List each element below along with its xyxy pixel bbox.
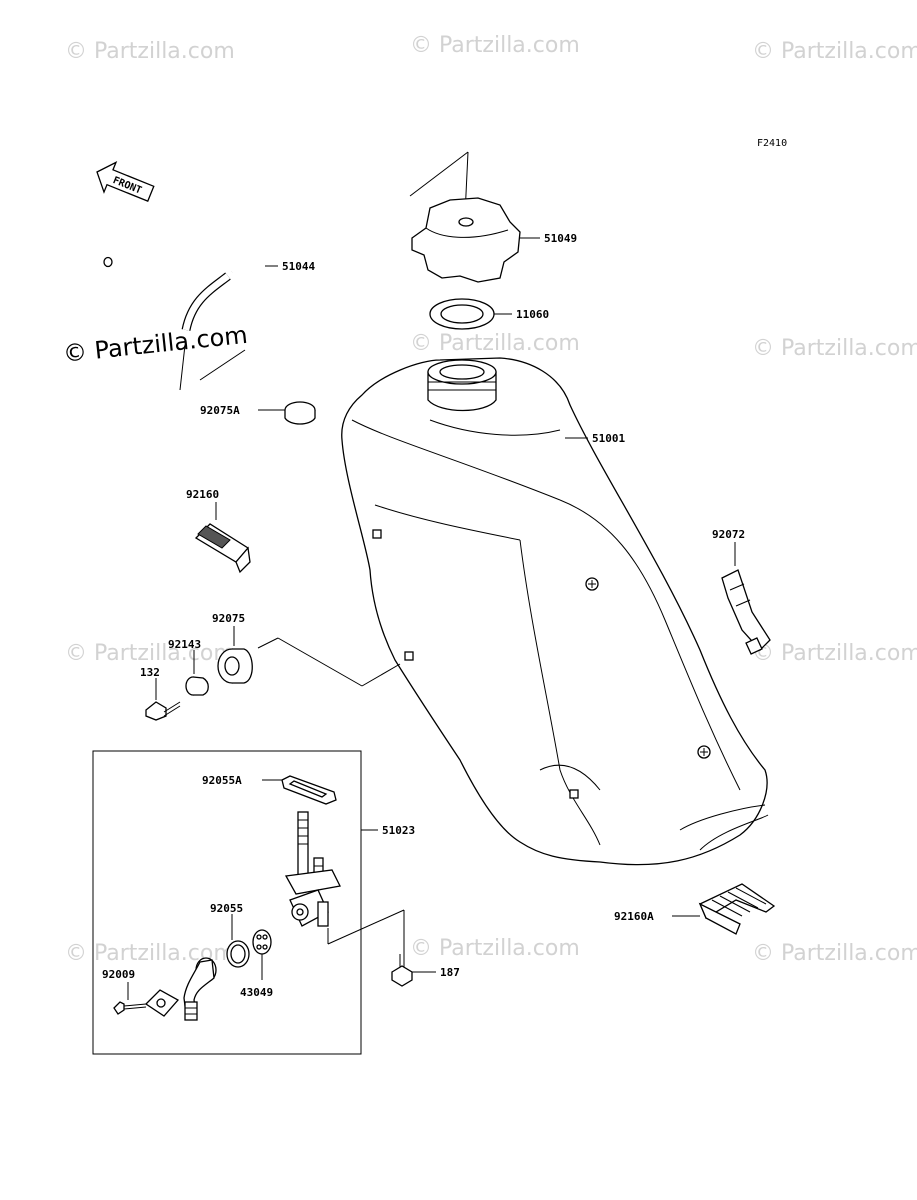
fuel-hose	[103, 210, 278, 391]
part-label-51001: 51001	[592, 432, 625, 445]
watermark: © Partzilla.com	[410, 331, 580, 356]
watermark: © Partzilla.com	[752, 941, 917, 966]
part-label-92160: 92160	[186, 488, 219, 501]
part-label-92055A: 92055A	[202, 774, 242, 787]
part-label-132: 132	[140, 666, 160, 679]
watermark: © Partzilla.com	[410, 936, 580, 961]
tap-lever	[113, 957, 217, 1021]
figure-code: F2410	[757, 138, 787, 149]
collar	[185, 650, 209, 696]
part-label-187: 187	[440, 966, 460, 979]
filter	[252, 929, 272, 980]
front-arrow-icon: FRONT	[96, 161, 155, 202]
part-label-92009: 92009	[102, 968, 135, 981]
part-label-92072: 92072	[712, 528, 745, 541]
part-label-92075: 92075	[212, 612, 245, 625]
part-label-51023: 51023	[382, 824, 415, 837]
tap-gasket	[262, 775, 337, 805]
part-label-51049: 51049	[544, 232, 577, 245]
rubber-pad	[194, 502, 251, 574]
watermark: © Partzilla.com	[752, 39, 917, 64]
watermark: © Partzilla.com	[752, 336, 917, 361]
watermark: © Partzilla.com	[65, 39, 235, 64]
rubber-damper	[217, 626, 401, 687]
rubber-pad-a	[672, 883, 776, 935]
fuel-tank	[341, 357, 769, 866]
part-label-92075A: 92075A	[200, 404, 240, 417]
fuel-cap	[409, 151, 540, 283]
part-label-51044: 51044	[282, 260, 315, 273]
watermark: © Partzilla.com	[65, 641, 235, 666]
cap-plug	[258, 401, 316, 425]
part-label-92160A: 92160A	[614, 910, 654, 923]
fuel-tap-assembly-box	[92, 750, 362, 1055]
o-ring	[226, 914, 250, 968]
cap-gasket	[429, 298, 512, 330]
part-label-11060: 11060	[516, 308, 549, 321]
part-label-92143: 92143	[168, 638, 201, 651]
bolt	[145, 678, 181, 721]
tap-bolt	[391, 954, 436, 987]
watermark: © Partzilla.com	[752, 641, 917, 666]
watermark-emphasis: © Partzilla.com	[62, 321, 249, 368]
rubber-strap	[721, 542, 771, 655]
fuel-tap	[284, 811, 405, 956]
part-label-92055: 92055	[210, 902, 243, 915]
watermark: © Partzilla.com	[410, 33, 580, 58]
part-label-43049: 43049	[240, 986, 273, 999]
